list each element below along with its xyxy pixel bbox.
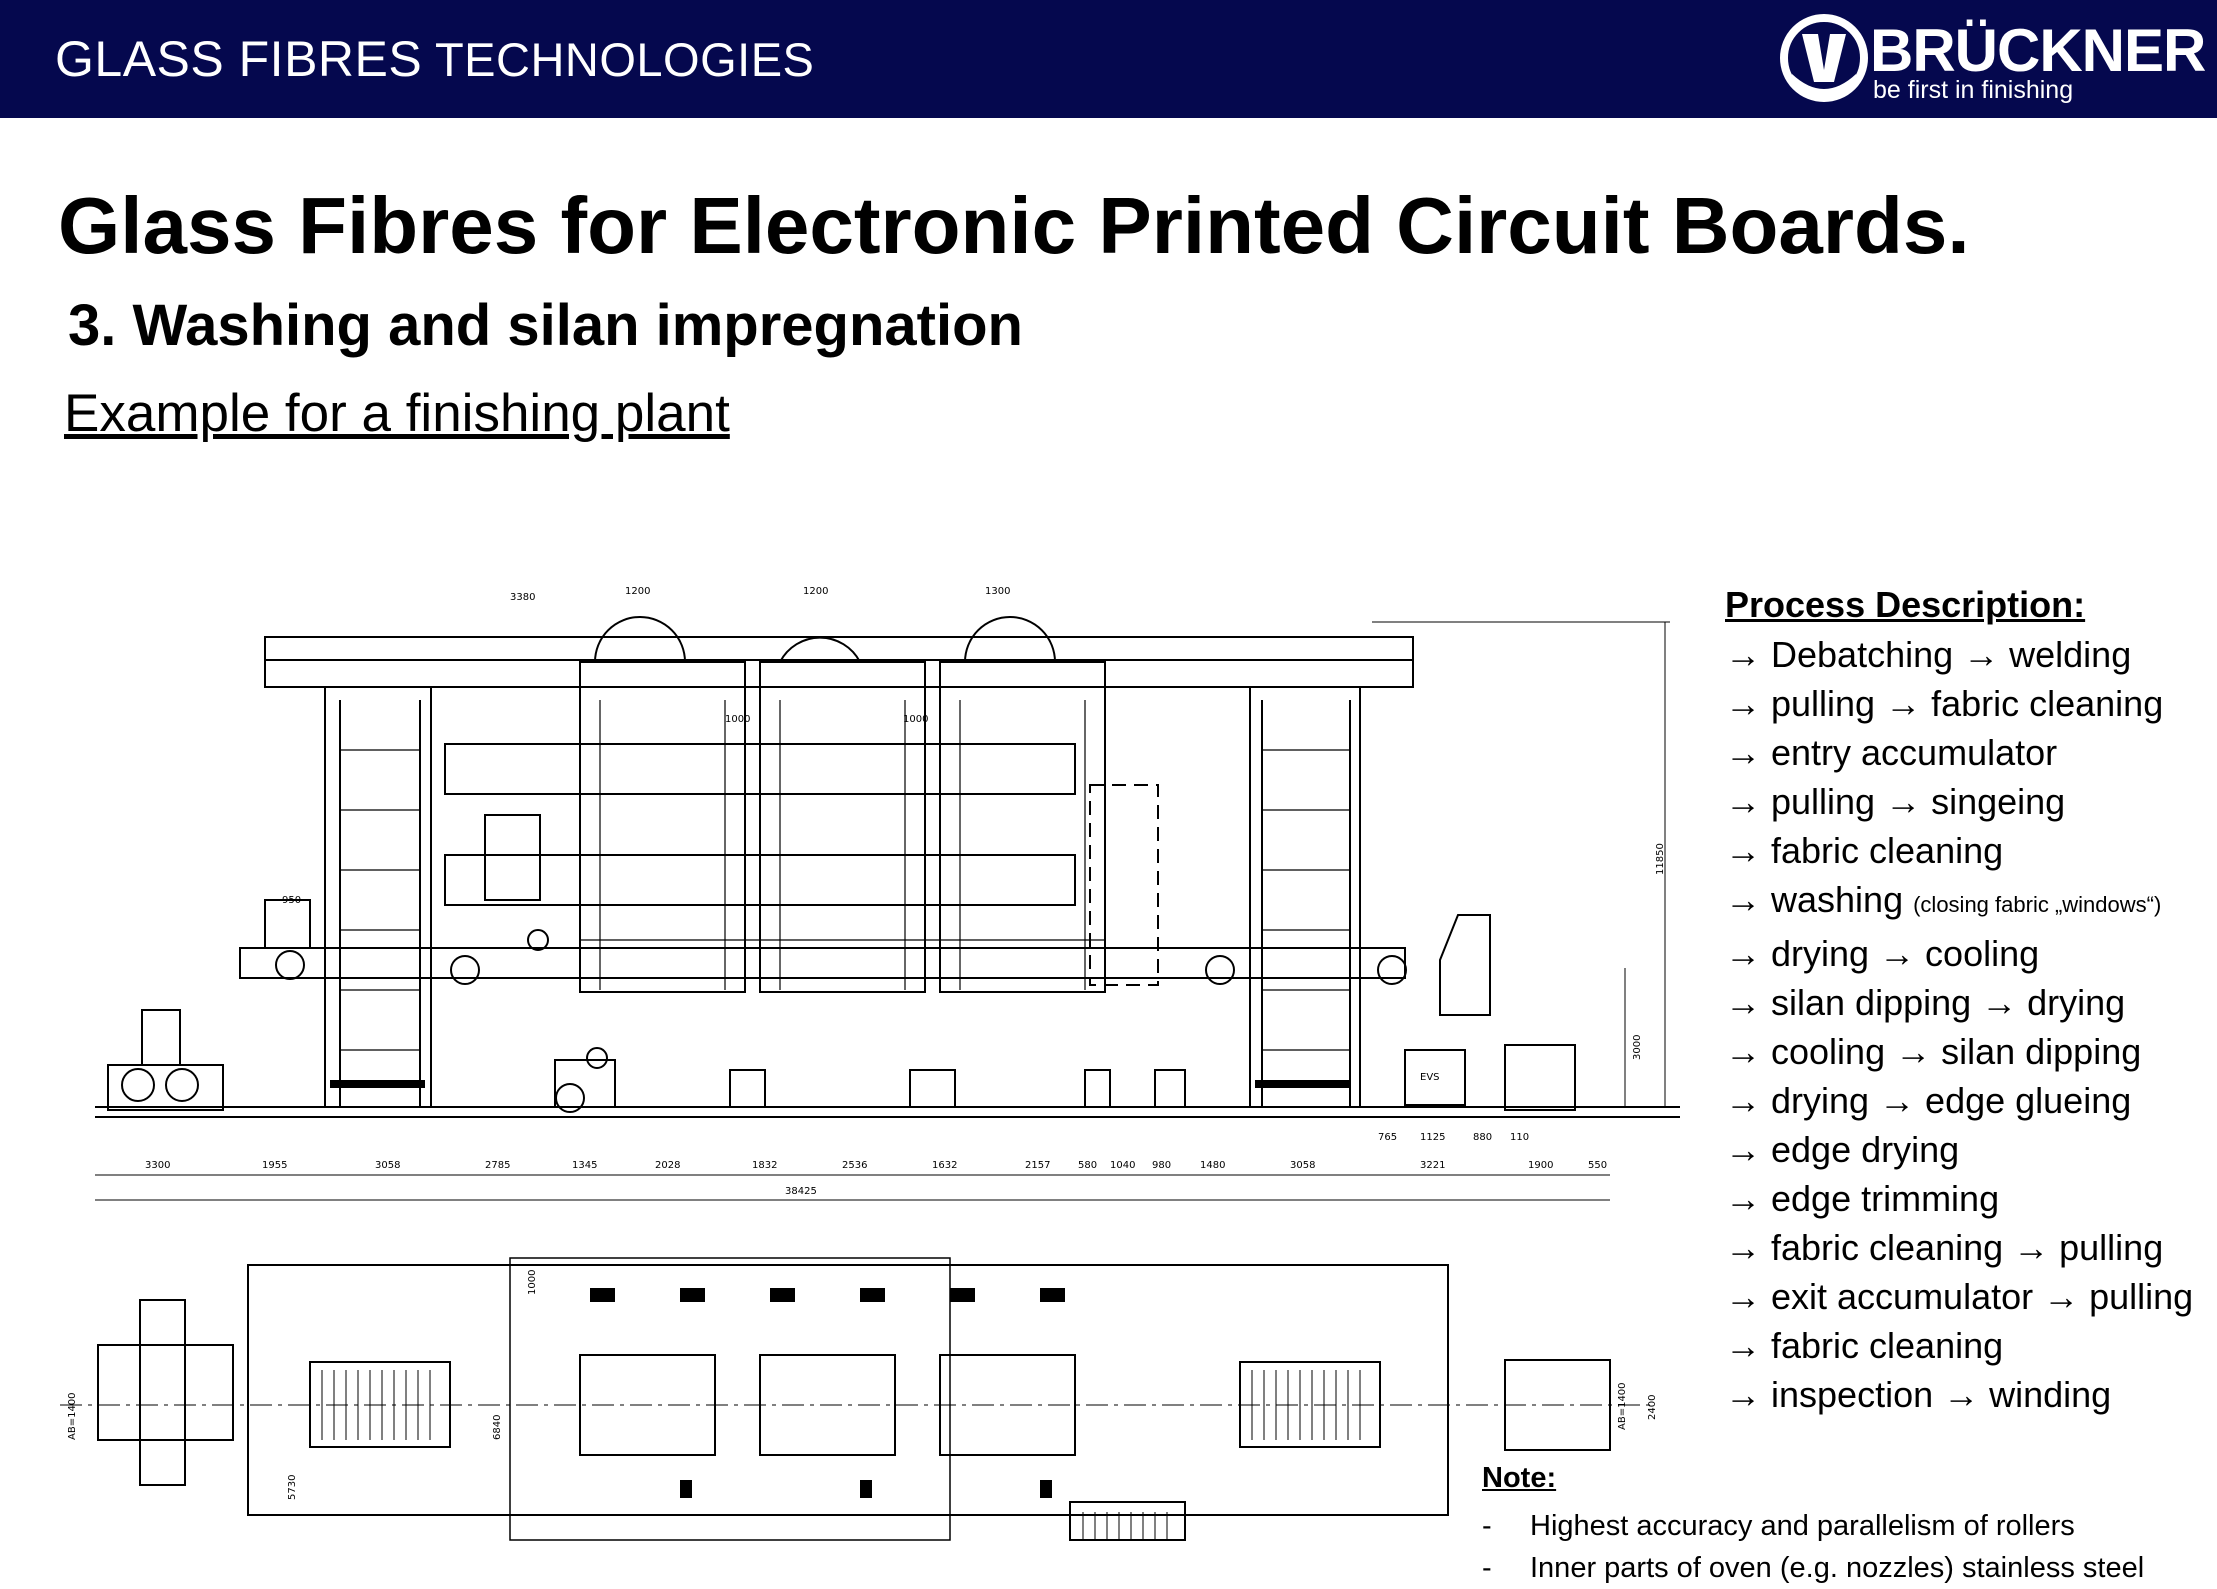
dim-bottom: 3300 — [145, 1160, 170, 1171]
dim-bottom: 1040 — [1110, 1160, 1135, 1171]
example-heading: Example for a finishing plant — [64, 384, 730, 443]
dim-bottom: 2157 — [1025, 1160, 1050, 1171]
dim-bottom: 2536 — [842, 1160, 867, 1171]
process-step: → pulling → singeing — [1725, 781, 2066, 822]
dim-top: 1300 — [985, 586, 1010, 597]
dim-bottom: 1345 — [572, 1160, 597, 1171]
dim-total: 38425 — [785, 1186, 817, 1197]
page-subtitle: 3. Washing and silan impregnation — [68, 293, 1023, 358]
dim-bottom: 3058 — [375, 1160, 400, 1171]
dim-bottom: 1900 — [1528, 1160, 1553, 1171]
dim-inner: 1000 — [725, 714, 750, 725]
note-item: -Inner parts of oven (e.g. nozzles) stai… — [1482, 1552, 2145, 1584]
dim-plan: 5730 — [287, 1475, 298, 1500]
process-description: Process Description: → Debatching → weld… — [1725, 584, 2215, 1419]
page-title: Glass Fibres for Electronic Printed Circ… — [58, 181, 1970, 270]
dim-height: 3000 — [1632, 1035, 1643, 1060]
process-step: → drying → cooling — [1725, 933, 2040, 974]
dim-bottom: 1955 — [262, 1160, 287, 1171]
process-step: → edge drying — [1725, 1129, 1960, 1170]
process-step-washing: → washing (closing fabric „windows“) — [1725, 875, 2215, 929]
brand-name: BRÜCKNER — [1870, 17, 2206, 84]
header-title: GLASS FIBRES TECHNOLOGIES — [55, 31, 815, 87]
header-bar: GLASS FIBRES TECHNOLOGIES BRÜCKNER be fi… — [0, 0, 2217, 118]
note-list: -Highest accuracy and parallelism of rol… — [1482, 1505, 2202, 1589]
dim-plan: AB=1400 — [67, 1392, 78, 1440]
process-step: → pulling → fabric cleaning — [1725, 683, 2164, 724]
process-step-washing-note: (closing fabric „windows“) — [1913, 892, 2162, 917]
dim-plan: 6840 — [492, 1415, 503, 1440]
process-step: → exit accumulator → pulling — [1725, 1276, 2194, 1317]
process-step: → drying → edge glueing — [1725, 1080, 2132, 1121]
dim-bottom: 3058 — [1290, 1160, 1315, 1171]
dim-bottom: 1832 — [752, 1160, 777, 1171]
process-step: → edge trimming — [1725, 1178, 2000, 1219]
label-evs: EVS — [1420, 1072, 1440, 1083]
process-step: → entry accumulator — [1725, 732, 2058, 773]
process-step: → Debatching → welding — [1725, 634, 2132, 675]
note-item: -Highest accuracy and parallelism of rol… — [1482, 1510, 2075, 1542]
process-step: → fabric cleaning → pulling — [1725, 1227, 2164, 1268]
note-section: Note: -Highest accuracy and parallelism … — [1482, 1462, 2202, 1589]
process-step: → inspection → winding — [1725, 1374, 2112, 1415]
process-step-washing-label: → washing — [1725, 879, 1904, 920]
note-heading: Note: — [1482, 1462, 1557, 1494]
brand-tagline: be first in finishing — [1873, 76, 2074, 104]
dim-small: 110 — [1510, 1132, 1529, 1143]
dim-plan: 2400 — [1647, 1395, 1658, 1420]
dim-height: 11850 — [1655, 843, 1666, 875]
dim-bottom: 1632 — [932, 1160, 957, 1171]
dim-small: 880 — [1473, 1132, 1492, 1143]
dim-inner: 1000 — [903, 714, 928, 725]
process-step: → fabric cleaning — [1725, 1325, 2004, 1366]
dim-bottom: 2028 — [655, 1160, 680, 1171]
dim-top: 1200 — [803, 586, 828, 597]
dim-bottom: 980 — [1152, 1160, 1171, 1171]
dim-bottom: 1480 — [1200, 1160, 1225, 1171]
dim-bottom: 580 — [1078, 1160, 1097, 1171]
dim-top: 1200 — [625, 586, 650, 597]
finishing-plant-drawing: 3380 1200 1200 1300 1000 1000 950 11850 … — [60, 586, 1680, 1541]
brueckner-logo-icon — [1780, 14, 1868, 102]
process-step: → fabric cleaning — [1725, 830, 2004, 871]
dim-bottom: 3221 — [1420, 1160, 1445, 1171]
process-steps: → Debatching → welding → pulling → fabri… — [1725, 630, 2215, 1419]
process-step: → cooling → silan dipping — [1725, 1031, 2142, 1072]
dim-small: 765 — [1378, 1132, 1397, 1143]
brand-logo: BRÜCKNER be first in finishing — [1780, 12, 2206, 112]
dim-left: 950 — [282, 895, 301, 906]
dim-top: 3380 — [510, 592, 535, 603]
dim-plan: AB=1400 — [1617, 1382, 1628, 1430]
dim-bottom: 550 — [1588, 1160, 1607, 1171]
process-step: → silan dipping → drying — [1725, 982, 2126, 1023]
dim-plan: 1000 — [527, 1270, 538, 1295]
dim-bottom: 2785 — [485, 1160, 510, 1171]
dim-small: 1125 — [1420, 1132, 1445, 1143]
process-heading: Process Description: — [1725, 584, 2086, 625]
